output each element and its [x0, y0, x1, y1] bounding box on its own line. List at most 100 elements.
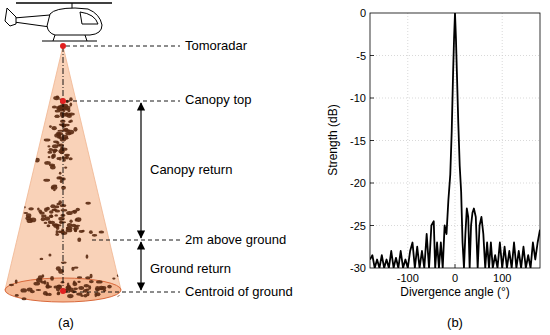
cloud-point	[66, 227, 68, 230]
cloud-point	[90, 274, 93, 279]
cloud-point	[27, 288, 33, 292]
cloud-point	[9, 284, 14, 286]
cloud-point	[37, 207, 40, 210]
cloud-point	[56, 230, 59, 234]
grid-line	[370, 225, 540, 226]
cloud-point	[52, 223, 59, 226]
cloud-point	[78, 286, 84, 290]
cloud-point	[41, 214, 47, 217]
cloud-point	[68, 120, 71, 122]
cloud-point	[67, 286, 72, 290]
cloud-point	[58, 149, 64, 153]
range-double-arrow	[140, 242, 141, 290]
cloud-point	[112, 277, 115, 279]
cloud-point	[73, 287, 78, 290]
cloud-point	[33, 282, 40, 286]
cloud-point	[48, 156, 51, 158]
cloud-point	[54, 285, 58, 288]
grid-line	[370, 183, 540, 184]
tick-label: -15	[350, 134, 366, 146]
cloud-point	[85, 288, 89, 290]
cloud-point	[73, 127, 77, 132]
cloud-point	[54, 133, 60, 137]
cloud-point	[61, 186, 66, 190]
cloud-point	[61, 281, 65, 284]
panel-label: (a)	[58, 316, 74, 330]
cloud-point	[86, 292, 89, 296]
cloud-point	[67, 114, 72, 118]
cloud-point	[62, 106, 66, 109]
grid-line	[370, 140, 540, 141]
cloud-point	[28, 207, 34, 210]
cloud-point	[76, 292, 82, 295]
cloud-point	[69, 219, 72, 223]
plot-frame	[370, 13, 540, 268]
cloud-point	[22, 297, 27, 300]
grid-line	[407, 13, 408, 268]
tick-label: -5	[356, 49, 366, 61]
cloud-point	[96, 280, 103, 283]
level-label: Tomoradar	[185, 39, 247, 53]
grid-line	[370, 98, 540, 99]
cloud-point	[56, 141, 59, 144]
axis-title: Divergence angle (°)	[400, 286, 510, 299]
cloud-point	[43, 291, 48, 296]
cloud-point	[76, 217, 82, 222]
level-label: 2m above ground	[185, 233, 286, 247]
cloud-point	[47, 224, 51, 227]
cloud-point	[89, 280, 94, 283]
cloud-point	[67, 294, 73, 298]
cloud-point	[46, 285, 52, 288]
tail-boom	[14, 15, 50, 27]
cloud-point	[77, 281, 80, 283]
tick-mark	[407, 264, 408, 268]
cloud-point	[63, 104, 68, 109]
cloud-point	[52, 106, 57, 109]
level-dashed-line	[66, 101, 180, 102]
cloud-point	[99, 286, 104, 290]
cloud-point	[47, 151, 52, 154]
tick-label: -20	[350, 177, 366, 189]
range-label: Canopy return	[150, 163, 232, 177]
point-cloud	[9, 96, 123, 301]
cloud-point	[107, 285, 112, 289]
cloud-point	[55, 109, 61, 112]
cloud-point	[69, 157, 73, 160]
reference-dot	[60, 43, 66, 49]
cloud-point	[36, 289, 42, 291]
cloud-point	[66, 211, 73, 215]
cloud-point	[56, 96, 59, 99]
skid-strut	[53, 35, 55, 41]
level-dashed-line	[66, 46, 180, 47]
cloud-point	[49, 148, 53, 151]
cloud-point	[79, 230, 84, 233]
cloud-point	[23, 212, 28, 214]
cloud-point	[53, 96, 60, 100]
cloud-point	[74, 228, 77, 232]
cloud-point	[117, 295, 123, 300]
cloud-point	[92, 234, 98, 237]
cloud-point	[54, 205, 59, 208]
cloud-point	[53, 149, 56, 153]
cloud-point	[72, 282, 77, 286]
cloud-point	[54, 114, 59, 118]
range-label: Ground return	[150, 262, 231, 276]
cloud-point	[25, 216, 31, 220]
cloud-point	[57, 291, 60, 294]
tick-label: -10	[350, 92, 366, 104]
cloud-point	[71, 267, 74, 271]
cloud-point	[58, 200, 62, 204]
tick-label: 0	[452, 272, 458, 284]
cloud-point	[54, 214, 57, 216]
cloud-point	[15, 294, 19, 297]
cloud-point	[50, 276, 54, 281]
chart-grid	[370, 13, 540, 268]
cloud-point	[49, 214, 53, 217]
cloud-point	[43, 179, 50, 182]
level-dashed-line	[66, 292, 180, 293]
axis-title: Strength (dB)	[327, 104, 340, 175]
tail-fin	[5, 8, 16, 26]
cloud-point	[48, 293, 52, 296]
cloud-point	[57, 292, 61, 295]
